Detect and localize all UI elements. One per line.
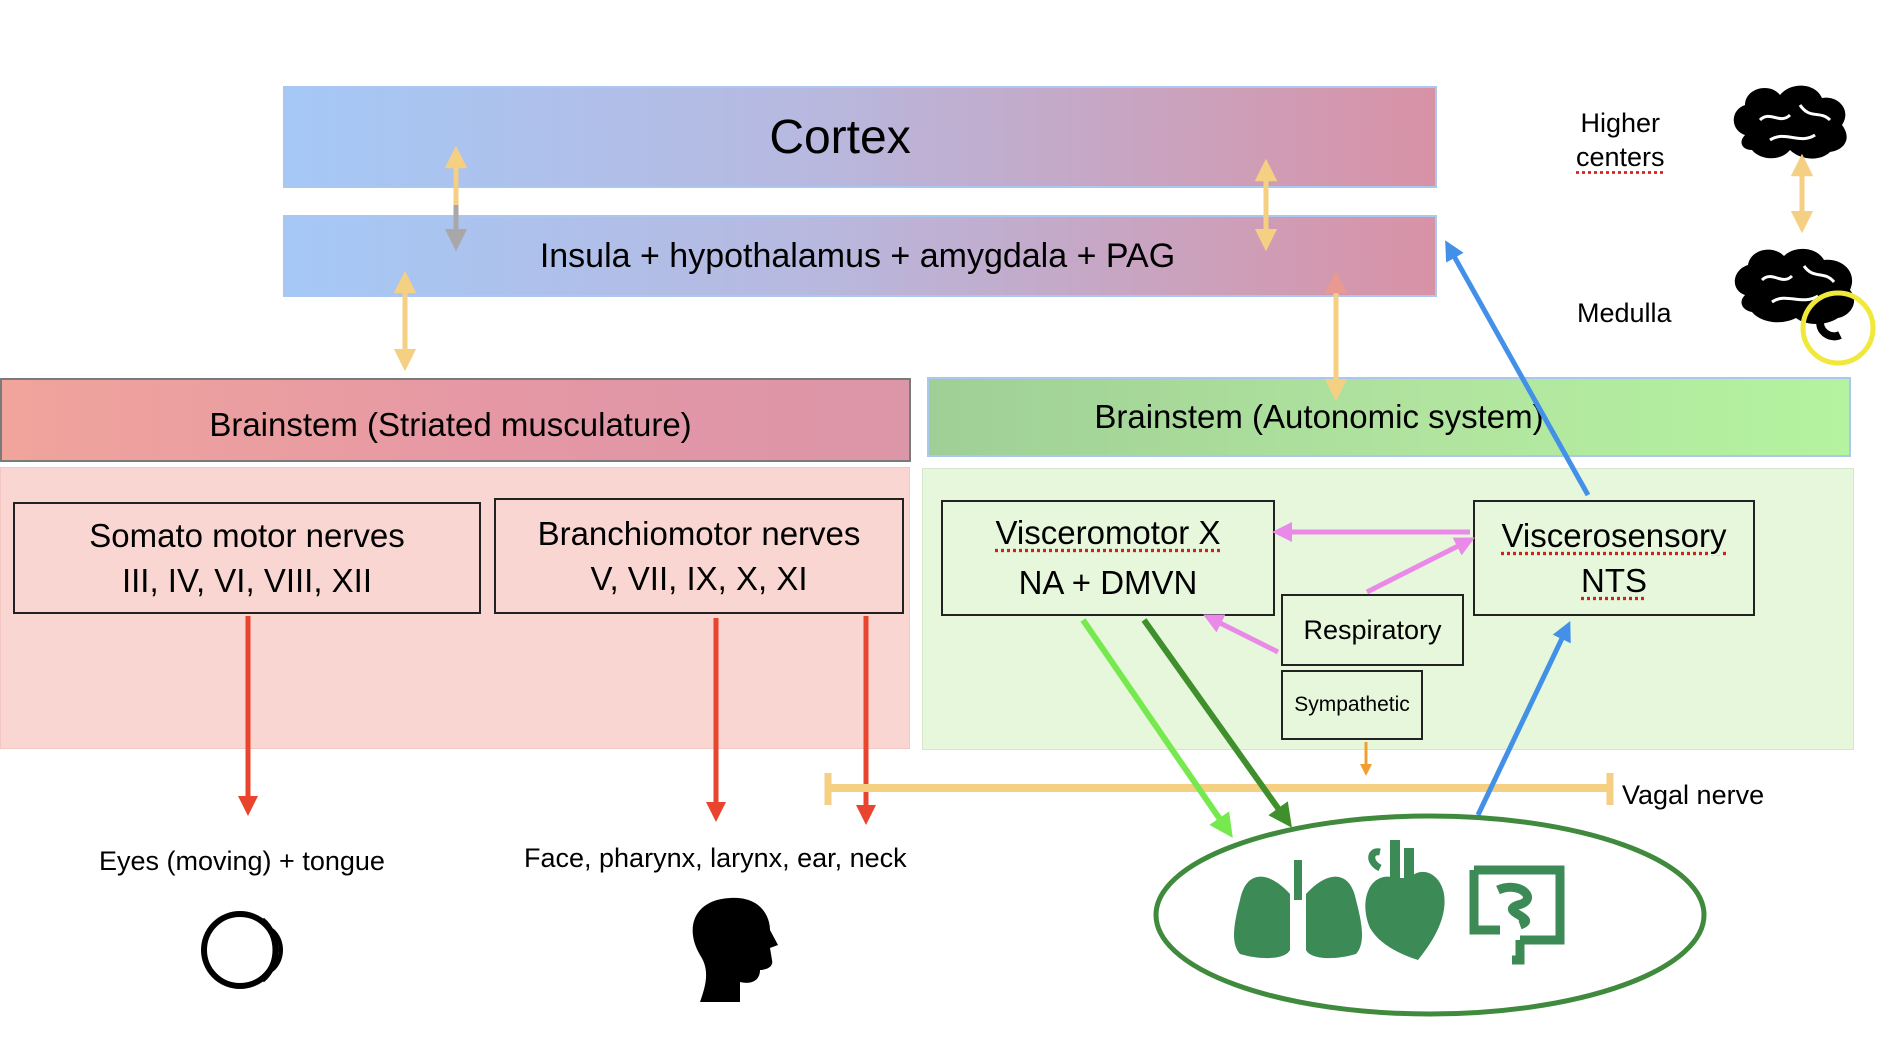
viscerosensory-title: Viscerosensory bbox=[1501, 517, 1727, 554]
visceromotor-title: Visceromotor X bbox=[995, 514, 1221, 551]
brain-medulla-icon bbox=[1734, 248, 1855, 341]
insula-label: Insula + hypothalamus + amygdala + PAG bbox=[539, 236, 1176, 275]
striated-panel bbox=[0, 467, 910, 749]
viscera-ellipse bbox=[1153, 813, 1707, 1017]
somato-nerves: III, IV, VI, VIII, XII bbox=[121, 562, 373, 599]
nts-insula-arrow bbox=[1445, 240, 1591, 497]
branchio-title: Branchiomotor nerves bbox=[537, 515, 861, 552]
visceromotor-nuclei: NA + DMVN bbox=[1018, 564, 1198, 601]
dmvn-efferent-arrow bbox=[1141, 618, 1292, 828]
face-neck-label: Face, pharynx, larynx, ear, neck bbox=[524, 843, 907, 873]
visceral-afferent-arrow bbox=[1475, 620, 1571, 817]
na-efferent-arrow bbox=[1080, 618, 1233, 838]
medulla-label: Medulla bbox=[1577, 298, 1672, 328]
respiratory-visceromotor-arrow bbox=[1203, 614, 1280, 655]
medulla-highlight-circle bbox=[1800, 290, 1876, 366]
viscerosensory-box: Viscerosensory NTS bbox=[1473, 500, 1755, 616]
intestine-icon bbox=[1469, 865, 1565, 965]
cortex-block: Cortex bbox=[283, 86, 1437, 188]
brain-icon bbox=[1733, 85, 1847, 159]
branchio-nerves: V, VII, IX, X, XI bbox=[590, 560, 808, 597]
eye-icon bbox=[201, 911, 283, 989]
vagal-nerve-label: Vagal nerve bbox=[1622, 780, 1765, 810]
eyes-tongue-label: Eyes (moving) + tongue bbox=[99, 846, 385, 876]
brainstem-autonomic-block: Brainstem (Autonomic system) bbox=[927, 377, 1851, 457]
respiratory-nts-arrow bbox=[1365, 537, 1475, 595]
sympathetic-label: Sympathetic bbox=[1294, 693, 1410, 716]
lungs-icon bbox=[1234, 860, 1362, 959]
higher-centers-label: Higher centers bbox=[1576, 106, 1665, 174]
brainstem-autonomic-label: Brainstem (Autonomic system) bbox=[1094, 398, 1544, 435]
sympathetic-box: Sympathetic bbox=[1281, 670, 1423, 740]
brainstem-striated-label: Brainstem (Striated musculature) bbox=[209, 406, 692, 443]
respiratory-label: Respiratory bbox=[1303, 614, 1442, 645]
insula-block: Insula + hypothalamus + amygdala + PAG bbox=[283, 215, 1437, 297]
visceromotor-box: Visceromotor X NA + DMVN bbox=[941, 500, 1275, 616]
brainstem-striated-block: Brainstem (Striated musculature) bbox=[0, 378, 911, 462]
higher-centers-line1: Higher bbox=[1580, 108, 1661, 138]
respiratory-box: Respiratory bbox=[1281, 594, 1464, 666]
head-silhouette-icon bbox=[692, 897, 778, 1002]
branchiomotor-box: Branchiomotor nerves V, VII, IX, X, XI bbox=[494, 498, 904, 614]
viscerosensory-nucleus: NTS bbox=[1581, 562, 1647, 599]
heart-icon bbox=[1365, 840, 1445, 960]
higher-centers-line2: centers bbox=[1576, 142, 1665, 172]
cortex-label: Cortex bbox=[769, 110, 911, 164]
somato-motor-box: Somato motor nerves III, IV, VI, VIII, X… bbox=[13, 502, 481, 614]
somato-title: Somato motor nerves bbox=[89, 517, 405, 554]
